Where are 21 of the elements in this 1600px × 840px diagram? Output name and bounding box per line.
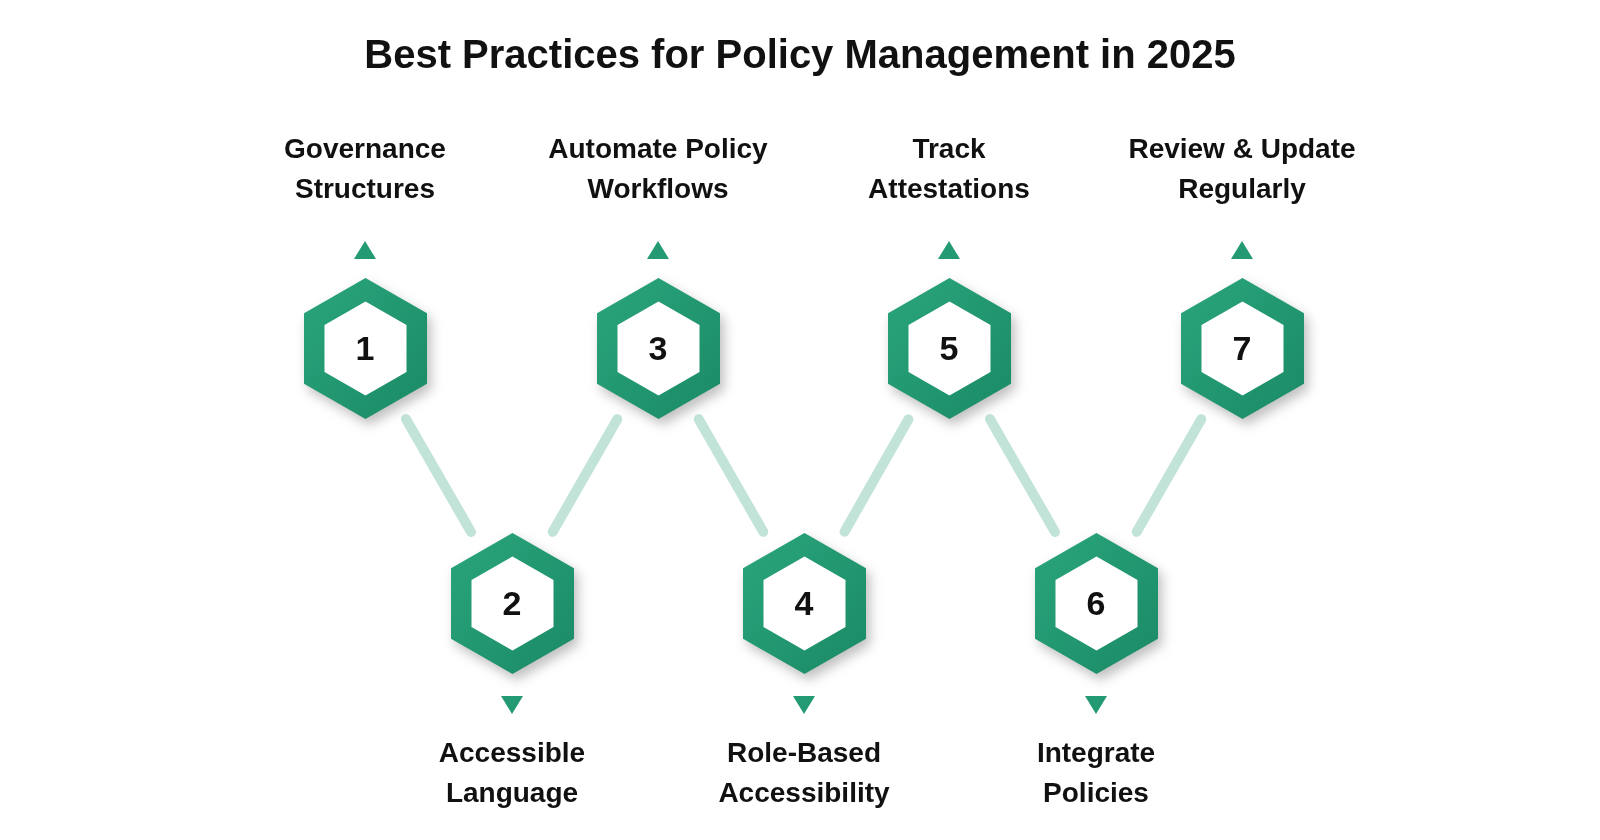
step-heading: Review & Update Regularly xyxy=(1127,131,1357,206)
step-number: 6 xyxy=(1086,586,1106,620)
step-heading: Accessible Language xyxy=(437,735,587,810)
step-number: 3 xyxy=(648,331,668,365)
step-heading: Track Attestations xyxy=(867,131,1031,206)
step-heading: Integrate Policies xyxy=(1035,735,1157,810)
connector-line xyxy=(547,414,623,537)
connector-line xyxy=(1131,414,1207,537)
step-number: 1 xyxy=(355,331,375,365)
step-heading: Automate Policy Workflows xyxy=(547,131,769,206)
step-number: 4 xyxy=(794,586,814,620)
connector-line xyxy=(984,414,1061,537)
title: Best Practices for Policy Management in 2025 xyxy=(363,31,1237,78)
connector-line xyxy=(400,414,477,537)
step-number: 2 xyxy=(502,586,522,620)
step-heading: Governance Structures xyxy=(283,131,447,206)
step-number: 5 xyxy=(939,331,959,365)
connector-line xyxy=(839,414,914,537)
step-heading: Role-Based Accessibility xyxy=(717,735,891,810)
step-number: 7 xyxy=(1232,331,1252,365)
connector-line xyxy=(693,414,769,537)
